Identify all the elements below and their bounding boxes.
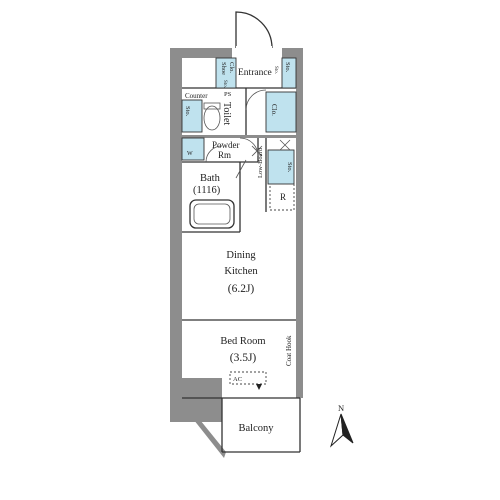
compass: N: [329, 403, 354, 448]
entrance-door[interactable]: [235, 11, 273, 50]
powder-room-label-2: Rm: [218, 150, 231, 160]
shoe-closet-label-1: Shoe: [220, 62, 227, 75]
dining-kitchen-label-2: Kitchen: [224, 266, 258, 277]
toilet-tank: [203, 102, 221, 110]
refrigerator-space: [269, 183, 295, 211]
refrigerator-label: R: [280, 192, 286, 202]
bathtub: [189, 199, 235, 229]
powder-basin: [181, 137, 205, 161]
ps-label: PS: [224, 91, 232, 98]
shoe-closet: [215, 57, 237, 89]
aircon-arrow-icon: [256, 384, 262, 390]
balcony-label: Balcony: [239, 423, 275, 434]
entrance-label: Entrance: [238, 68, 272, 78]
lowboard-label: Low-Board: [257, 147, 264, 178]
storage-entrance-label: Sto.: [284, 62, 291, 73]
storage-kitchen-label: Sto.: [286, 162, 293, 173]
interior-partitions: [182, 87, 301, 453]
door-swings: [205, 89, 267, 163]
bath-label: Bath: [200, 173, 221, 184]
counter-label: Counter: [185, 92, 208, 100]
toilet-label: Toilet: [221, 102, 232, 125]
aircon-unit: [229, 371, 267, 385]
coat-hook-label: Coat Hook: [285, 335, 293, 366]
shoe-closet-label-2: Clo.: [228, 62, 235, 73]
exterior-walls: [170, 48, 303, 458]
closet-label: Clo.: [270, 104, 278, 116]
dining-kitchen-label-1: Dining: [226, 250, 256, 261]
kitchen-storage: [267, 149, 295, 185]
storage-toilet-label: Sto.: [184, 106, 191, 117]
toilet-bowl: [203, 105, 221, 131]
storage-small-label-1: Sto.: [273, 66, 278, 74]
storage-toilet: [181, 99, 203, 133]
compass-north-label: N: [338, 403, 344, 413]
storage-entrance: [281, 57, 297, 89]
washer-label: W: [187, 151, 193, 157]
bedroom-label: Bed Room: [220, 336, 265, 347]
powder-room-label-1: Powder: [212, 140, 240, 150]
storage-areas: [181, 57, 297, 185]
closet: [265, 91, 297, 133]
aircon-label: AC: [233, 376, 242, 383]
fixtures: [189, 102, 295, 390]
bedroom-size: (3.5J): [230, 352, 257, 364]
bath-size-label: (1116): [193, 185, 221, 196]
room-labels: Entrance Shoe Clo. Sto. Sto. Sto. Counte…: [184, 62, 293, 434]
dining-kitchen-size: (6.2J): [228, 283, 255, 295]
storage-small-label-2: Sto.: [222, 80, 227, 88]
